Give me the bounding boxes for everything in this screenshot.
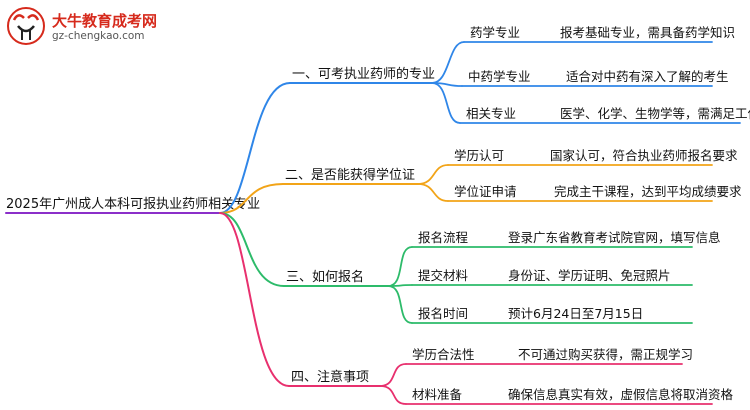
child-connector-2-1: [417, 164, 449, 185]
branch-connector-2: [219, 183, 284, 214]
child-detail-1-1: 报考基础专业，需具备药学知识: [560, 25, 735, 40]
branch-connector-1: [219, 82, 291, 214]
branch-connector-3: [219, 212, 285, 287]
child-label-4-2: 材料准备: [412, 387, 463, 402]
child-detail-3-1: 登录广东省教育考试院官网，填写信息: [508, 230, 721, 245]
root-label: 2025年广州成人本科可报执业药师相关专业: [6, 197, 260, 212]
child-label-1-3: 相关专业: [466, 106, 516, 121]
child-detail-2-1: 国家认可，符合执业药师报名要求: [550, 148, 738, 163]
logo-url: gz-chengkao.com: [52, 30, 145, 42]
child-label-2-1: 学历认可: [454, 148, 504, 163]
site-logo[interactable]: 大牛教育成考网 gz-chengkao.com: [6, 6, 186, 52]
child-label-1-1: 药学专业: [470, 25, 520, 40]
branch-label-1: 一、可考执业药师的专业: [292, 66, 435, 82]
child-label-3-3: 报名时间: [418, 306, 468, 321]
child-detail-2-2: 完成主干课程，达到平均成绩要求: [554, 184, 742, 199]
child-label-2-2: 学位证申请: [454, 184, 517, 199]
child-connector-1-3: [431, 82, 461, 124]
child-connector-1-1: [431, 41, 465, 84]
child-label-3-2: 提交材料: [418, 268, 469, 283]
child-detail-1-2: 适合对中药有深入了解的考生: [566, 69, 729, 84]
child-detail-4-2: 确保信息真实有效，虚假信息将取消资格: [508, 387, 734, 402]
child-connector-3-3: [387, 285, 413, 324]
child-detail-3-3: 预计6月24日至7月15日: [508, 306, 643, 321]
bull-emblem-icon: [7, 7, 45, 45]
branch-label-3: 三、如何报名: [286, 269, 364, 285]
child-connector-2-2: [417, 183, 449, 202]
child-label-1-2: 中药学专业: [468, 69, 531, 84]
child-label-4-1: 学历合法性: [412, 347, 475, 362]
child-detail-1-3: 医学、化学、生物学等，需满足工作年限: [560, 106, 750, 121]
child-detail-3-2: 身份证、学历证明、免冠照片: [508, 268, 671, 283]
child-connector-4-1: [379, 363, 407, 387]
logo-name: 大牛教育成考网: [52, 12, 158, 30]
child-detail-4-1: 不可通过购买获得，需正规学习: [518, 347, 693, 362]
branch-label-2: 二、是否能获得学位证: [285, 167, 415, 183]
child-label-3-1: 报名流程: [418, 230, 469, 245]
child-connector-4-2: [379, 385, 407, 405]
branch-connector-4: [219, 212, 290, 387]
branch-label-4: 四、注意事项: [291, 369, 369, 385]
child-connector-3-1: [387, 246, 413, 287]
